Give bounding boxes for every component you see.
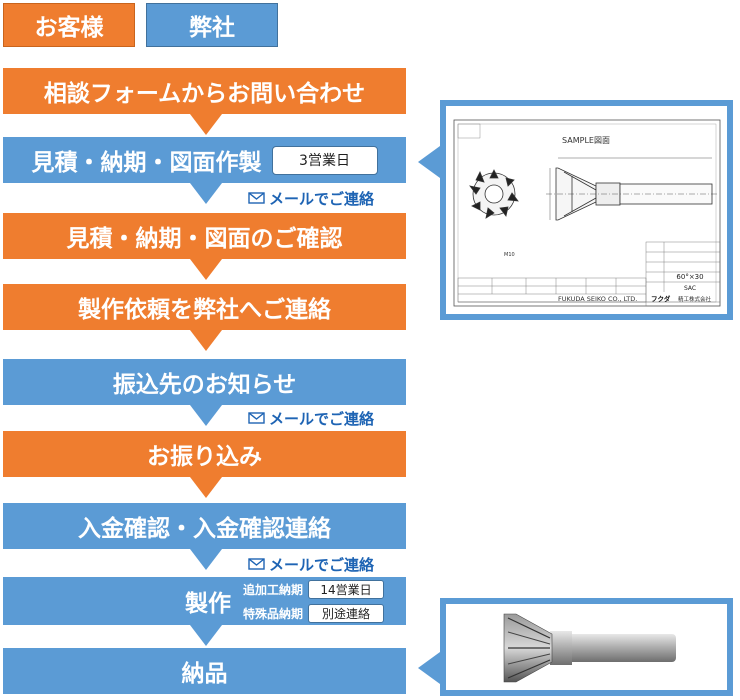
legend-customer: お客様 [3, 3, 135, 47]
drawing-title: SAMPLE図面 [562, 136, 610, 145]
mail-notice: メールでご連絡 [244, 188, 394, 208]
mail-notice: メールでご連絡 [244, 554, 394, 574]
step-payment-confirm: 入金確認・入金確認連絡 [3, 503, 406, 549]
step-inquiry: 相談フォームからお問い合わせ [3, 68, 406, 114]
step-confirm: 見積・納期・図面のご確認 [3, 213, 406, 259]
drawing-brand: フクダ [651, 294, 671, 303]
step-label: 見積・納期・図面のご確認 [66, 226, 343, 252]
mail-notice-label: メールでご連絡 [269, 555, 375, 574]
production-details: 追加工納期 14営業日 特殊品納期 別途連絡 [243, 579, 385, 623]
flow-arrow [190, 405, 222, 426]
step-payment-info: 振込先のお知らせ [3, 359, 406, 405]
step-payment: お振り込み [3, 431, 406, 477]
product-photo [446, 604, 727, 690]
callout-pointer [418, 146, 440, 178]
drawing-size: 60°×30 [676, 273, 703, 281]
envelope-icon [248, 192, 265, 204]
step-label: 相談フォームからお問い合わせ [43, 81, 366, 107]
envelope-icon [248, 412, 265, 424]
step-label: お振り込み [147, 444, 262, 470]
cutter-shank [568, 634, 676, 662]
flow-arrow [190, 183, 222, 204]
mail-notice-label: メールでご連絡 [269, 409, 375, 428]
production-detail-row: 特殊品納期 別途連絡 [243, 603, 385, 623]
drawing-brand-suffix: 精工株式会社 [678, 295, 712, 303]
drawing-material: SAC [684, 285, 696, 292]
step-label: 納品 [181, 661, 228, 687]
detail-value: 14営業日 [308, 579, 385, 599]
dovetail-cutter-image [503, 613, 676, 683]
step-label: 見積・納期・図面作製 [31, 150, 262, 176]
step-production: 製作 追加工納期 14営業日 特殊品納期 別途連絡 [3, 577, 406, 625]
callout-pointer [418, 652, 440, 684]
production-detail-row: 追加工納期 14営業日 [243, 579, 385, 599]
detail-label: 特殊品納期 [243, 606, 304, 621]
flow-arrow [190, 625, 222, 646]
step-label: 製作 [185, 591, 231, 617]
drawing-panel: SAMPLE図面 [440, 100, 733, 320]
mail-notice-label: メールでご連絡 [269, 189, 375, 208]
cutter-front-view [469, 169, 519, 219]
lead-time-badge: 3営業日 [271, 145, 378, 175]
flow-arrow [190, 330, 222, 351]
flow-arrow [190, 549, 222, 570]
envelope-icon [248, 558, 265, 570]
svg-text:M10: M10 [504, 252, 515, 258]
mail-notice: メールでご連絡 [244, 408, 394, 428]
flow-arrow [190, 114, 222, 135]
flow-arrow [190, 477, 222, 498]
legend-company: 弊社 [146, 3, 278, 47]
detail-label: 追加工納期 [243, 582, 304, 597]
detail-value: 別途連絡 [308, 603, 385, 623]
technical-drawing-image: SAMPLE図面 [453, 119, 721, 307]
step-estimate: 見積・納期・図面作製 3営業日 [3, 137, 406, 183]
title-block [457, 241, 721, 307]
sample-drawing: SAMPLE図面 [446, 106, 727, 314]
step-delivery: 納品 [3, 648, 406, 694]
step-label: 入金確認・入金確認連絡 [78, 516, 331, 542]
cutter-side-view [546, 157, 718, 221]
flow-arrow [190, 259, 222, 280]
drawing-company: FUKUDA SEIKO CO., LTD. [558, 295, 637, 303]
step-order: 製作依頼を弊社へご連絡 [3, 284, 406, 330]
step-label: 製作依頼を弊社へご連絡 [78, 297, 331, 323]
product-panel [440, 598, 733, 696]
step-label: 振込先のお知らせ [112, 372, 297, 398]
